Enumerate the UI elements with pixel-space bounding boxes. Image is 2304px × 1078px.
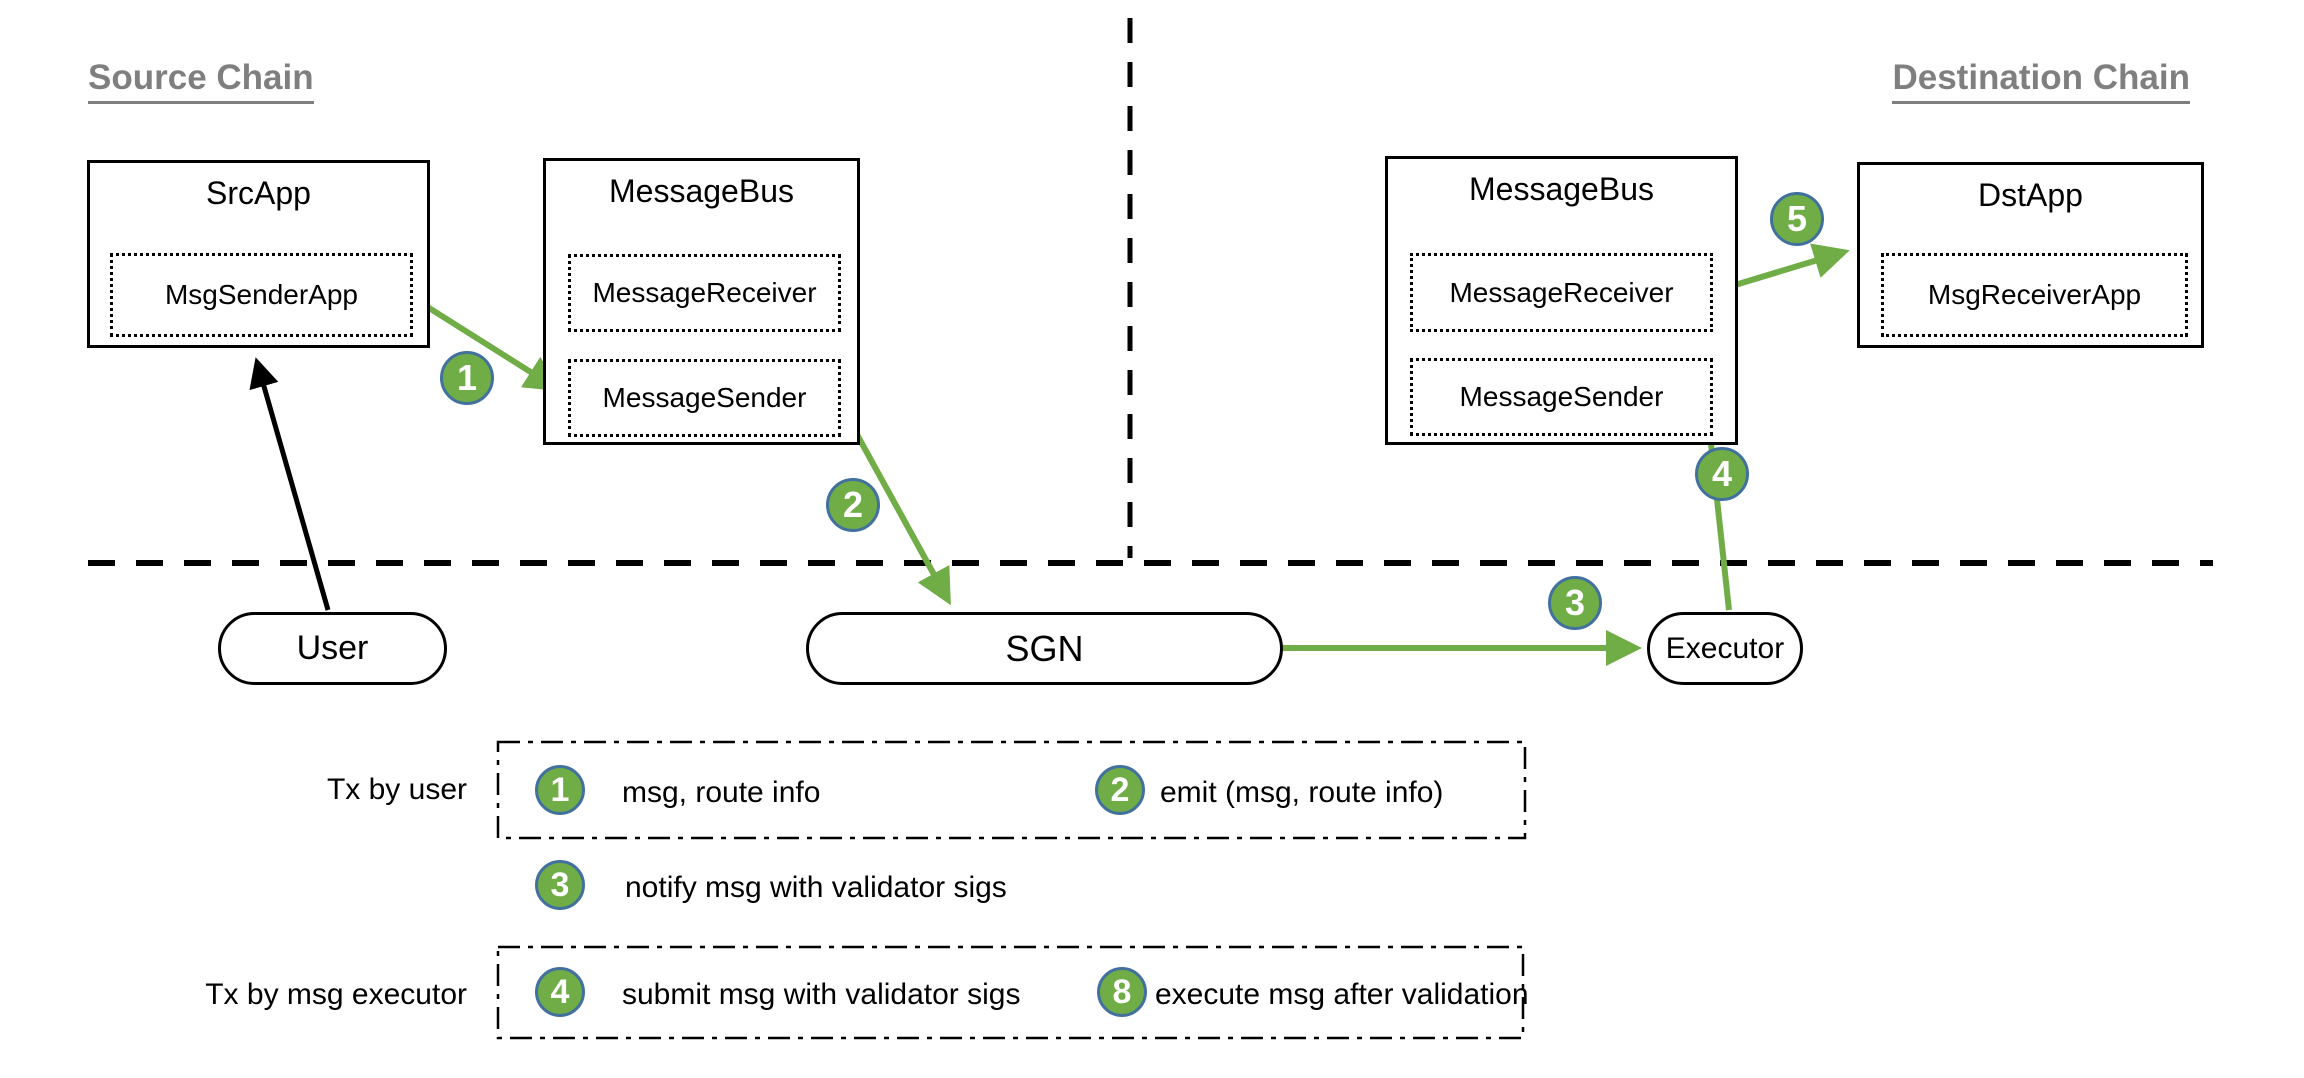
legend-item-3-text: notify msg with validator sigs — [625, 871, 1007, 904]
flow-badge-2: 2 — [826, 478, 880, 532]
message-receiver-dst-module: MessageReceiver — [1410, 253, 1713, 332]
sgn-node: SGN — [806, 612, 1283, 685]
flow-badge-1: 1 — [440, 351, 494, 405]
legend-group1-label: Tx by user — [326, 773, 467, 806]
legend-badge-2: 2 — [1095, 765, 1145, 815]
arrow-step1 — [416, 298, 562, 392]
legend-badge-8: 8 — [1097, 967, 1147, 1017]
src-app-box: SrcApp MsgSenderApp — [87, 160, 430, 348]
legend-item-1-text: msg, route info — [622, 776, 821, 809]
legend-box-tx-by-user — [496, 740, 1527, 840]
message-bus-src-title: MessageBus — [609, 173, 794, 209]
legend-badge-3: 3 — [535, 860, 585, 910]
src-app-title: SrcApp — [206, 175, 311, 211]
executor-node: Executor — [1647, 612, 1803, 685]
legend-group2-label: Tx by msg executor — [205, 978, 467, 1011]
message-receiver-src-module: MessageReceiver — [568, 254, 841, 332]
message-sender-src-module: MessageSender — [568, 359, 841, 437]
source-chain-heading: Source Chain — [88, 58, 314, 104]
msg-receiver-app-module: MsgReceiverApp — [1881, 253, 2188, 337]
message-bus-dst-title: MessageBus — [1469, 171, 1654, 207]
legend-item-8-text: execute msg after validation — [1155, 978, 1529, 1011]
message-bus-src-box: MessageBus MessageReceiver MessageSender — [543, 158, 860, 445]
flow-badge-3: 3 — [1548, 576, 1602, 630]
message-bus-dst-box: MessageBus MessageReceiver MessageSender — [1385, 156, 1738, 445]
user-node: User — [218, 612, 447, 685]
legend-item-4-text: submit msg with validator sigs — [622, 978, 1021, 1011]
msg-sender-app-module: MsgSenderApp — [110, 253, 413, 337]
dst-app-box: DstApp MsgReceiverApp — [1857, 162, 2204, 348]
dst-app-title: DstApp — [1978, 177, 2083, 213]
flow-badge-4: 4 — [1695, 447, 1749, 501]
legend-badge-4: 4 — [535, 967, 585, 1017]
legend-item-2-text: emit (msg, route info) — [1160, 776, 1444, 809]
message-sender-dst-module: MessageSender — [1410, 358, 1713, 436]
legend-badge-1: 1 — [535, 765, 585, 815]
arrow-user-to-srcapp — [249, 357, 331, 611]
flow-badge-5: 5 — [1770, 192, 1824, 246]
destination-chain-heading: Destination Chain — [1892, 58, 2190, 104]
